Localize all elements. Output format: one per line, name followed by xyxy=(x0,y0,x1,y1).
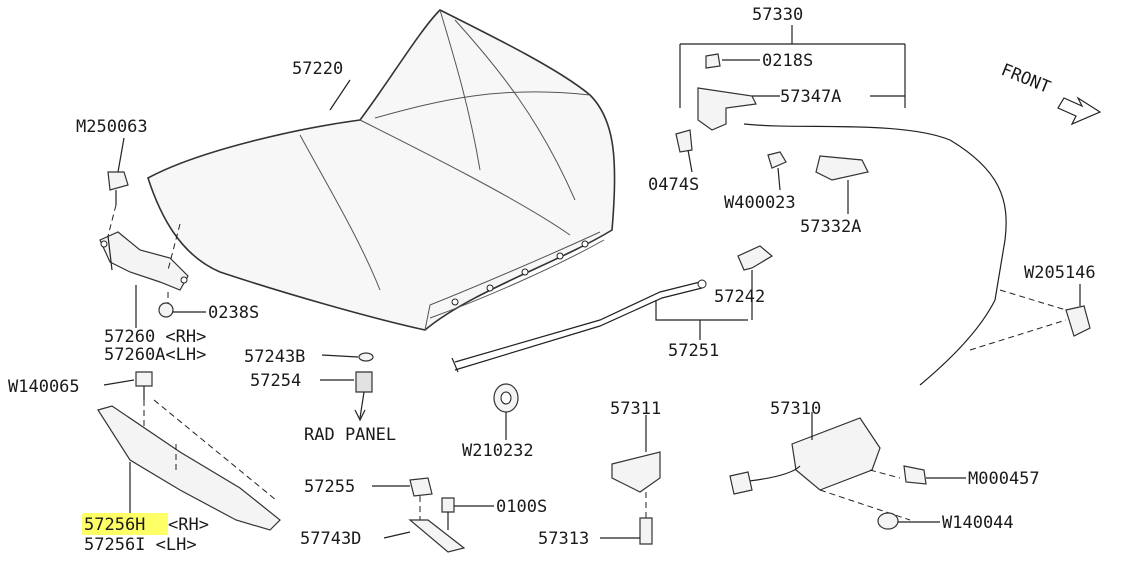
label-57242: 57242 xyxy=(714,287,765,307)
label-57220: 57220 xyxy=(292,59,343,79)
label-57260a: 57260A<LH> xyxy=(104,345,206,365)
label-0474s: 0474S xyxy=(648,175,699,195)
label-57311: 57311 xyxy=(610,399,661,419)
label-57256h-side: <RH> xyxy=(168,515,209,535)
label-57743d: 57743D xyxy=(300,529,361,549)
label-57254: 57254 xyxy=(250,371,301,391)
label-w140044: W140044 xyxy=(942,513,1014,533)
label-w205146: W205146 xyxy=(1024,263,1096,283)
label-57260: 57260 <RH> xyxy=(104,327,206,347)
clip-57255 xyxy=(409,477,433,497)
washer-57243b xyxy=(358,352,374,362)
label-57243b: 57243B xyxy=(244,347,305,367)
front-arrow xyxy=(1057,96,1102,126)
hood-latch xyxy=(729,417,911,521)
label-57255: 57255 xyxy=(304,477,355,497)
highlight-57256h xyxy=(82,513,168,535)
label-57256i: 57256I <LH> xyxy=(84,535,197,555)
label-0100s: 0100S xyxy=(496,497,547,517)
label-m250063: M250063 xyxy=(76,117,148,137)
label-57347a: 57347A xyxy=(780,87,841,107)
hood-seal xyxy=(97,405,281,531)
label-57313: 57313 xyxy=(538,529,589,549)
label-0218s: 0218S xyxy=(762,51,813,71)
label-57310: 57310 xyxy=(770,399,821,419)
bolt-m000457 xyxy=(903,465,927,485)
clip-57242 xyxy=(737,245,774,271)
label-w140065: W140065 xyxy=(8,377,80,397)
label-57251: 57251 xyxy=(668,341,719,361)
label-m000457: M000457 xyxy=(968,469,1040,489)
label-57256h: 57256H xyxy=(84,515,145,535)
clip-w140044 xyxy=(877,512,899,530)
bolt-57313 xyxy=(639,517,653,545)
label-w400023: W400023 xyxy=(724,193,796,213)
nut-0238s xyxy=(158,302,174,318)
hood-hinge xyxy=(99,171,189,291)
hood-stay xyxy=(451,279,707,373)
bracket-57311 xyxy=(611,451,661,493)
label-rad-panel: RAD PANEL xyxy=(304,425,396,445)
clip-w140065 xyxy=(135,371,153,387)
bracket-57743d xyxy=(408,519,466,553)
bumper-57254 xyxy=(355,371,373,393)
label-0238s: 0238S xyxy=(208,303,259,323)
label-front: FRONT xyxy=(998,60,1053,98)
hood-panel xyxy=(147,9,616,331)
label-w210232: W210232 xyxy=(462,441,534,461)
label-57330: 57330 xyxy=(752,5,803,25)
label-57332a: 57332A xyxy=(800,217,861,237)
clip-w205146 xyxy=(1065,305,1091,337)
